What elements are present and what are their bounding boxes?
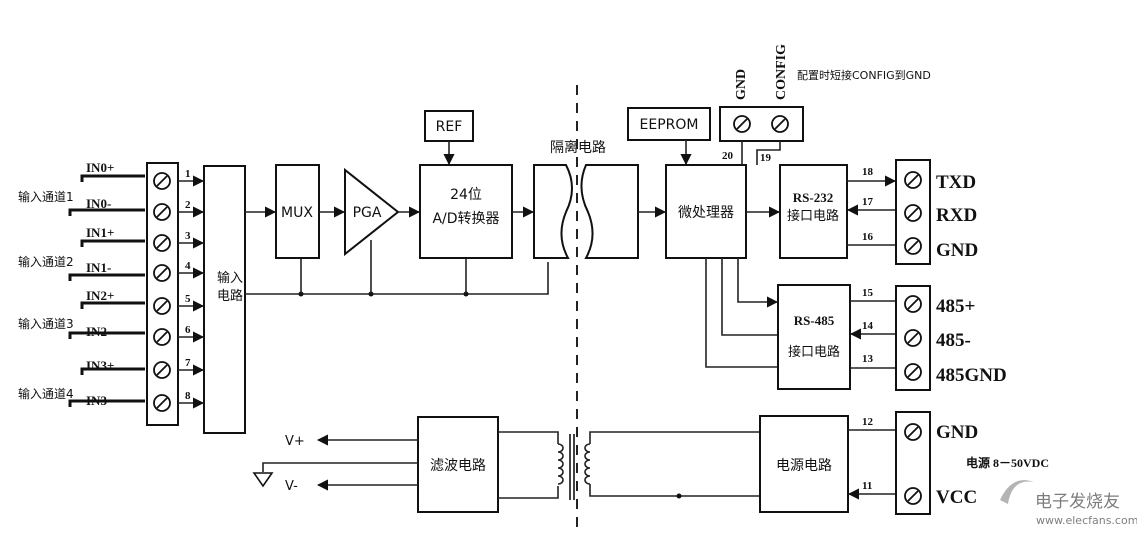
pga-label: PGA: [353, 205, 382, 221]
rs232-label-line1: RS-232: [793, 190, 833, 205]
mcu-block: [665, 164, 747, 259]
rs232-gnd-label: GND: [936, 240, 978, 261]
rs485-label-line2: 接口电路: [788, 344, 840, 360]
pin-8: 8: [185, 390, 191, 402]
isolation-left: [533, 164, 573, 259]
rs485-label-line1: RS-485: [794, 313, 835, 328]
filter-block: [417, 416, 499, 513]
power-block: [759, 415, 849, 513]
vminus-label: V-: [285, 479, 298, 494]
adc-label-line2: A/D转换器: [432, 210, 499, 227]
rs485-block: [777, 284, 851, 390]
channel-1-label: 输入通道1: [18, 189, 74, 204]
config-gnd-label: GND: [734, 69, 749, 100]
transformer: [498, 431, 760, 500]
input-circuit-block: [203, 165, 246, 434]
filter-label: 滤波电路: [430, 458, 486, 474]
pin-7: 7: [185, 357, 191, 369]
isolation-right: [580, 164, 639, 259]
channel-3-label: 输入通道3: [18, 316, 74, 331]
config-pin-label: CONFIG: [774, 44, 789, 100]
mux-label: MUX: [281, 205, 313, 221]
ground-symbol: [252, 472, 274, 488]
rs485-minus-label: 485-: [936, 330, 971, 351]
pin-3: 3: [185, 230, 191, 242]
pin-wires: [178, 175, 205, 409]
mux-block: [275, 164, 320, 259]
in3-minus-label: IN3-: [86, 393, 111, 408]
pin-12: 12: [862, 416, 874, 428]
in0-minus-label: IN0-: [86, 196, 111, 211]
watermark-url: www.elecfans.com: [1036, 514, 1137, 527]
txd-label: TXD: [936, 172, 976, 193]
pin-15: 15: [862, 287, 874, 299]
channel-4-label: 输入通道4: [18, 386, 74, 401]
pin-16: 16: [862, 231, 874, 243]
eeprom-block: [627, 107, 711, 141]
input-circuit-label: 输入 电路: [217, 270, 247, 304]
power-supply-note: 电源 8－50VDC: [966, 455, 1049, 470]
in3-plus-label: IN3+: [86, 358, 114, 373]
rs232-label-line2: 接口电路: [787, 208, 839, 224]
watermark-cn: 电子发烧友: [1035, 492, 1120, 512]
adc-label-line1: 24位: [450, 187, 482, 203]
pin-2: 2: [185, 199, 191, 211]
pin-20: 20: [722, 150, 734, 162]
pin-5: 5: [185, 293, 191, 305]
pin-14: 14: [862, 320, 874, 332]
channel-2-label: 输入通道2: [18, 254, 74, 269]
adc-block: [419, 164, 513, 259]
mcu-label: 微处理器: [678, 205, 734, 221]
rxd-label: RXD: [936, 205, 977, 226]
config-note: 配置时短接CONFIG到GND: [797, 68, 931, 82]
pin-4: 4: [185, 260, 191, 272]
in1-plus-label: IN1+: [86, 225, 114, 240]
power-label: 电源电路: [776, 458, 832, 474]
in2-plus-label: IN2+: [86, 288, 114, 303]
pin-6: 6: [185, 324, 191, 336]
ground-bus: [245, 262, 549, 295]
power-gnd-label: GND: [936, 422, 978, 443]
pin-13: 13: [862, 353, 874, 365]
input-lead-wires: [68, 174, 145, 407]
rs232-block: [779, 164, 848, 259]
in2-minus-label: IN2-: [86, 324, 111, 339]
pin-17: 17: [862, 196, 874, 208]
vplus-label: V+: [285, 434, 305, 449]
pin-19: 19: [760, 152, 772, 164]
ref-label: REF: [436, 119, 463, 135]
input-terminal-block: [146, 162, 179, 426]
pga-amplifier: [344, 167, 400, 257]
rs485-plus-label: 485+: [936, 296, 975, 317]
rs485-gnd-label: 485GND: [936, 365, 1007, 386]
config-connector: [719, 106, 804, 142]
pin-1: 1: [185, 168, 191, 180]
watermark-logo: 电子发烧友 www.elecfans.com: [1000, 480, 1137, 527]
vcc-label: VCC: [936, 487, 977, 508]
in0-plus-label: IN0+: [86, 160, 114, 175]
in1-minus-label: IN1-: [86, 260, 111, 275]
pin-18: 18: [862, 166, 874, 178]
pin-11: 11: [862, 480, 872, 492]
eeprom-label: EEPROM: [640, 117, 699, 133]
